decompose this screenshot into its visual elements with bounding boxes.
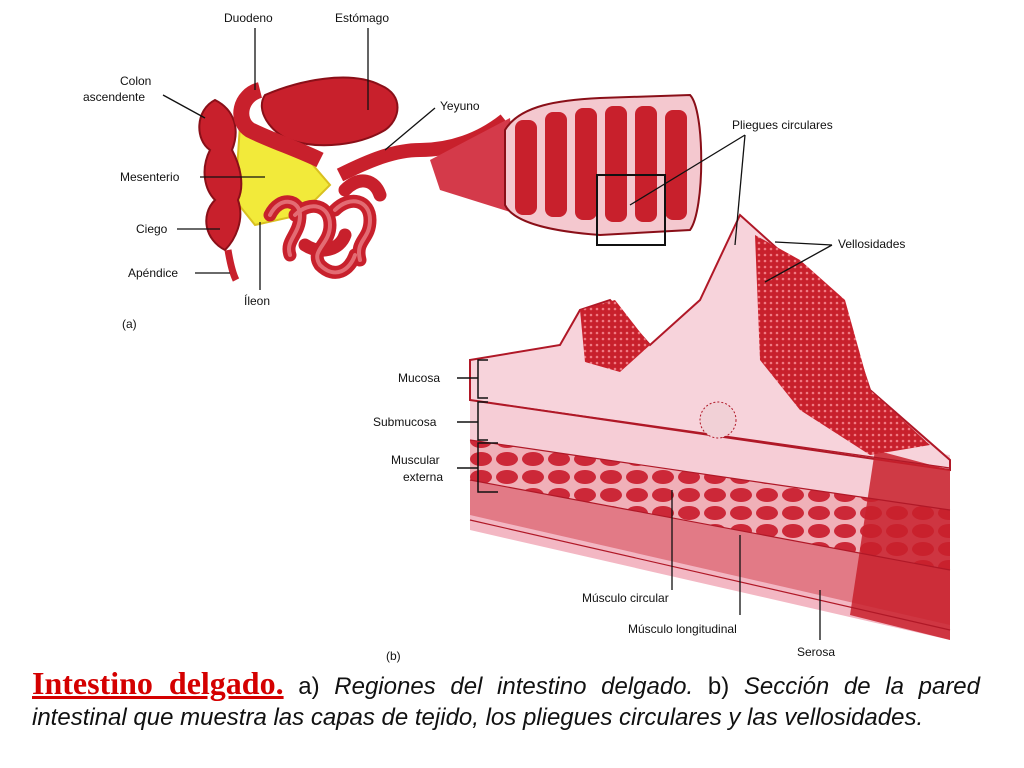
small-intestine-diagram: Duodeno Estómago Colon ascendente Yeyuno…: [83, 11, 951, 663]
label-colon-line2: ascendente: [83, 90, 145, 104]
label-musculo-circular: Músculo circular: [582, 591, 669, 605]
ileum-coils-highlight: [268, 199, 373, 275]
caption-a-letter: a): [298, 673, 320, 700]
label-mesenterio: Mesenterio: [120, 170, 180, 184]
label-duodeno: Duodeno: [224, 11, 273, 25]
zoom-box: [596, 174, 666, 246]
submucosa-layer: [470, 395, 950, 510]
label-estomago: Estómago: [335, 11, 389, 25]
panel-b-label: (b): [386, 649, 401, 663]
panel-b-illustration: [469, 213, 951, 640]
panel-a-label: (a): [122, 317, 137, 331]
villi-mass-right: [755, 235, 930, 455]
longitudinal-muscle-layer: [470, 470, 950, 630]
label-mucosa: Mucosa: [398, 371, 440, 385]
appendix-shape: [224, 249, 240, 282]
caption-b-text: Sección de la pared intestinal que muest…: [32, 673, 981, 731]
serosa-layer: [470, 515, 950, 640]
jejunum-flare: [430, 118, 520, 215]
caption-a-text: Regiones del intestino delgado.: [334, 673, 694, 700]
circular-folds-in-section: [515, 106, 687, 222]
panel-a-illustration: [198, 76, 703, 282]
label-muscular-line2: externa: [403, 470, 443, 484]
duodenum-shape: [233, 82, 324, 168]
label-pliegues: Pliegues circulares: [732, 118, 833, 132]
label-ileon: Íleon: [244, 293, 270, 308]
label-ciego: Ciego: [136, 222, 168, 236]
label-apendice: Apéndice: [128, 266, 178, 280]
panel-a-leader-lines: [162, 28, 436, 290]
lymph-nodule: [699, 401, 737, 439]
panel-b-leader-lines: [629, 134, 833, 640]
label-colon-line1: Colon: [120, 74, 151, 88]
label-yeyuno: Yeyuno: [440, 99, 480, 113]
label-vellosidades: Vellosidades: [838, 237, 905, 251]
caption-b-letter: b): [707, 673, 730, 700]
label-submucosa: Submucosa: [373, 415, 437, 429]
caption-title: Intestino delgado.: [32, 665, 284, 701]
circular-muscle-layer: [470, 435, 950, 570]
stomach-shape: [260, 76, 399, 147]
label-muscular-line1: Muscular: [391, 453, 440, 467]
ascending-colon-shape: [198, 98, 243, 252]
cut-face: [850, 450, 950, 640]
villi-mass-left: [580, 300, 650, 372]
label-serosa: Serosa: [797, 645, 835, 659]
label-musculo-longitudinal: Músculo longitudinal: [628, 622, 737, 636]
panel-b-brackets: [457, 359, 498, 493]
figure-caption: Intestino delgado. a) Regiones del intes…: [32, 665, 981, 733]
